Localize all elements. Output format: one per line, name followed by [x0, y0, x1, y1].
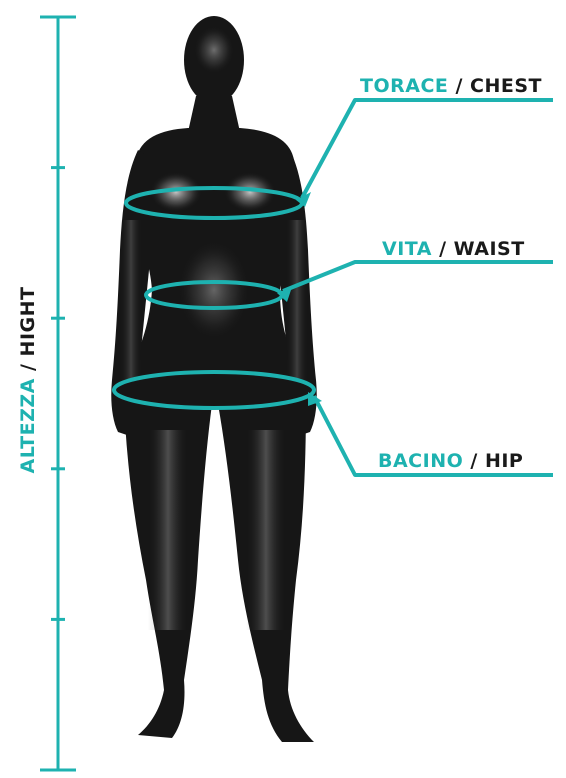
- hip-label-en: HIP: [485, 450, 523, 472]
- hip-label-separator: /: [463, 450, 485, 472]
- height-label-en: HIGHT: [17, 287, 39, 357]
- chest-label-separator: /: [448, 75, 470, 97]
- face-highlight: [194, 26, 234, 74]
- chest-label: TORACE / CHEST: [360, 75, 542, 97]
- waist-label: VITA / WAIST: [382, 238, 525, 260]
- waist-label-it: VITA: [382, 238, 432, 260]
- abdomen-highlight: [178, 240, 250, 340]
- arm-left-highlight: [120, 220, 142, 380]
- chest-label-en: CHEST: [470, 75, 542, 97]
- leg-right-highlight: [246, 430, 286, 630]
- figure-neck: [188, 96, 240, 132]
- height-axis: ALTEZZA / HIGHT: [17, 17, 76, 770]
- waist-leader-line: [283, 262, 553, 291]
- waist-label-separator: /: [432, 238, 454, 260]
- chest-label-it: TORACE: [360, 75, 448, 97]
- leader-lines: [283, 100, 553, 475]
- hip-label: BACINO / HIP: [378, 450, 523, 472]
- chest-leader-line: [302, 100, 553, 198]
- height-label-it: ALTEZZA: [17, 378, 39, 473]
- hip-label-it: BACINO: [378, 450, 463, 472]
- height-axis-label: ALTEZZA / HIGHT: [17, 287, 39, 474]
- measurement-labels: TORACE / CHEST VITA / WAIST BACINO / HIP: [360, 75, 542, 472]
- height-label-separator: /: [17, 356, 39, 378]
- arm-right-highlight: [286, 220, 308, 380]
- leg-left-highlight: [148, 430, 188, 630]
- waist-label-en: WAIST: [454, 238, 525, 260]
